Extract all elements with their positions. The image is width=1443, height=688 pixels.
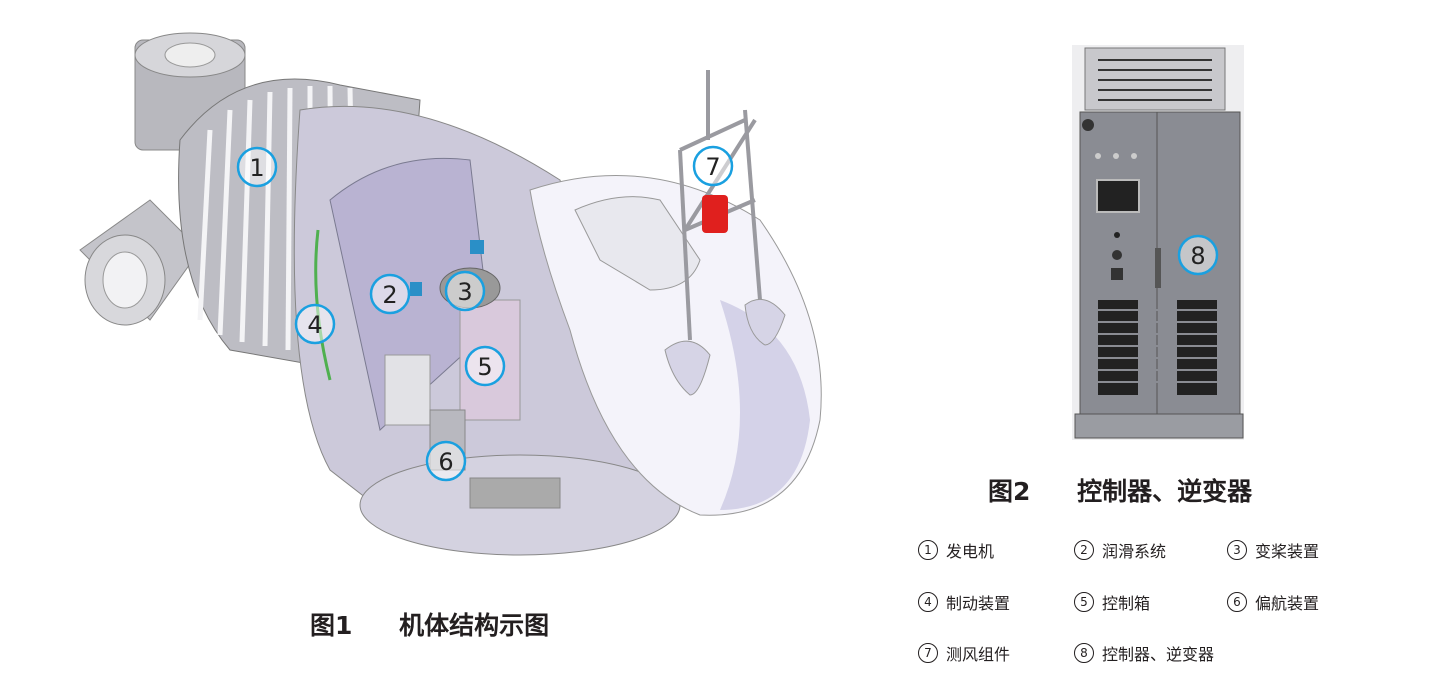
legend-number: 7 [918,643,938,663]
figure1-title: 机体结构示图 [399,611,550,640]
svg-text:5: 5 [477,353,492,381]
callout-2: 2 [369,273,411,315]
callout-1: 1 [236,146,278,188]
legend-number: 1 [918,540,938,560]
legend-text: 润滑系统 [1102,542,1167,561]
svg-text:4: 4 [307,311,322,339]
svg-text:7: 7 [705,153,720,181]
legend-number: 3 [1227,540,1247,560]
callout-6: 6 [425,440,467,482]
legend-text: 制动装置 [946,594,1011,613]
legend-item: 1 发电机 [918,538,994,562]
legend-number: 6 [1227,592,1247,612]
legend-item: 3 变桨装置 [1227,538,1319,562]
callout-4: 4 [294,303,336,345]
legend-text: 偏航装置 [1255,594,1320,613]
legend-number: 8 [1074,643,1094,663]
figure2-caption: 图2 控制器、逆变器 [988,472,1252,508]
beacon-light [702,195,728,233]
legend-text: 测风组件 [946,645,1011,664]
svg-text:6: 6 [438,448,453,476]
callout-3: 3 [444,270,486,312]
callout-8: 8 [1177,234,1219,276]
callout-7: 7 [692,145,734,187]
legend-item: 7 测风组件 [918,641,1010,665]
legend-item: 6 偏航装置 [1227,590,1319,614]
figure1-label: 图1 [310,611,353,640]
figure1-caption: 图1 机体结构示图 [310,606,549,642]
svg-text:8: 8 [1190,242,1205,270]
legend-item: 2 润滑系统 [1074,538,1166,562]
legend-item: 8 控制器、逆变器 [1074,641,1214,665]
legend-number: 2 [1074,540,1094,560]
legend-text: 变桨装置 [1255,542,1320,561]
figure2-title: 控制器、逆变器 [1077,477,1253,506]
svg-text:3: 3 [457,278,472,306]
legend-text: 发电机 [946,542,995,561]
svg-text:1: 1 [249,154,264,182]
figure2-label: 图2 [988,477,1031,506]
legend-number: 5 [1074,592,1094,612]
svg-text:2: 2 [382,281,397,309]
legend-item: 4 制动装置 [918,590,1010,614]
cabinet-diagram [1072,45,1244,440]
legend-number: 4 [918,592,938,612]
callout-5: 5 [464,345,506,387]
legend-item: 5 控制箱 [1074,590,1150,614]
legend-text: 控制器、逆变器 [1102,645,1215,664]
legend-text: 控制箱 [1102,594,1151,613]
nacelle-diagram [79,32,822,556]
